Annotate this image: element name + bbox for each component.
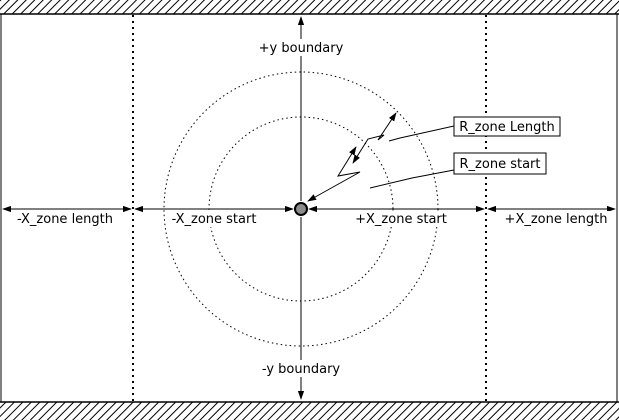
bottom-hatched-boundary [0, 402, 619, 420]
neg-x-zone-length-label: -X_zone length [17, 212, 113, 227]
r-zone-start-leader [369, 169, 455, 189]
r-zone-length-zigzag-arrow [352, 112, 397, 164]
r-zone-start-zigzag-arrow [307, 146, 361, 202]
neg-x-zone-start-label: -X_zone start [172, 212, 257, 227]
r-zone-start-box [453, 152, 547, 175]
pos-x-zone-start-label: +X_zone start [355, 212, 447, 227]
r-zone-length-label: R_zone Length [459, 120, 555, 135]
center-point [294, 202, 308, 216]
pos-y-boundary-label: +y boundary [259, 41, 344, 56]
pos-x-zone-length-label: +X_zone length [505, 212, 608, 227]
r-zone-start-label: R_zone start [460, 157, 541, 172]
neg-y-boundary-label: -y boundary [262, 362, 341, 377]
r-zone-length-leader [388, 125, 455, 142]
r-zone-length-box [453, 116, 561, 137]
top-hatched-boundary [0, 0, 619, 14]
